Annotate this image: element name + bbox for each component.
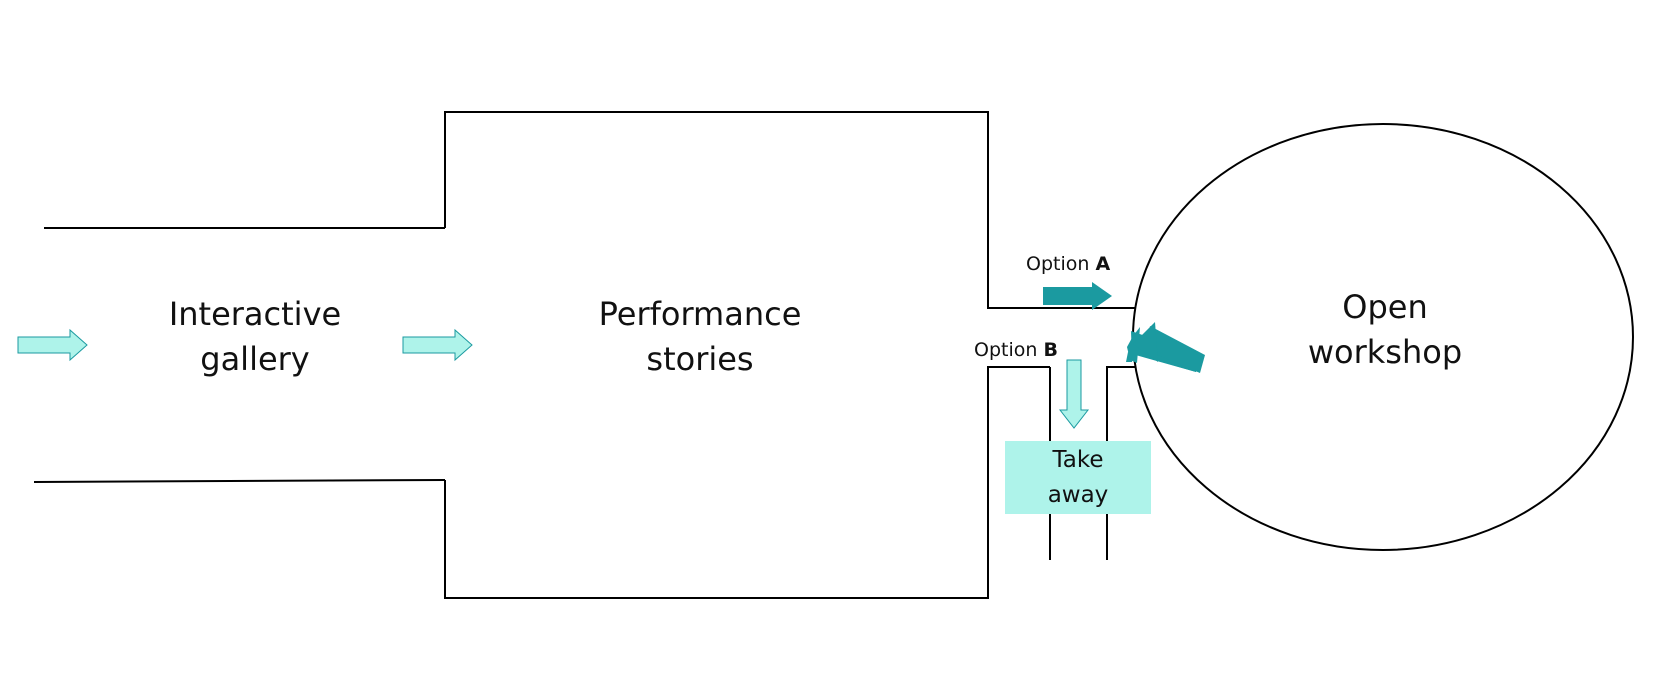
performance-room-outline	[444, 111, 1163, 309]
right-arrow-icon	[402, 328, 473, 362]
right-arrow-icon	[17, 328, 88, 362]
take-away-label: Take away	[1005, 441, 1151, 514]
open-workshop-line2: workshop	[1307, 332, 1463, 371]
take-away-line2: away	[1047, 481, 1109, 508]
takeaway-box-fill	[1005, 441, 1151, 514]
right-arrow-icon	[1043, 282, 1112, 310]
down-arrow-icon	[1058, 359, 1090, 429]
option-b-letter: B	[1043, 339, 1058, 361]
gallery-bottom-wall	[33, 479, 446, 483]
option-b-label: Option B	[974, 337, 1058, 364]
interactive-gallery-line1: Interactive	[168, 295, 342, 333]
option-a-prefix: Option	[1026, 253, 1090, 275]
open-workshop-label: Open workshop	[1285, 285, 1485, 375]
option-a-letter: A	[1095, 253, 1111, 275]
take-away-line1: Take	[1052, 447, 1104, 473]
performance-stories-label: Performance stories	[585, 292, 815, 382]
left-arrow-icon	[1126, 322, 1205, 373]
open-workshop-line1: Open	[1342, 288, 1428, 326]
option-a-label: Option A	[1026, 251, 1110, 278]
performance-stories-line2: stories	[646, 339, 754, 378]
option-b-prefix: Option	[974, 339, 1038, 361]
performance-stories-line1: Performance	[598, 295, 802, 333]
interactive-gallery-line2: gallery	[200, 339, 310, 378]
interactive-gallery-label: Interactive gallery	[150, 292, 360, 382]
performance-room-lower-outline	[444, 366, 1050, 599]
